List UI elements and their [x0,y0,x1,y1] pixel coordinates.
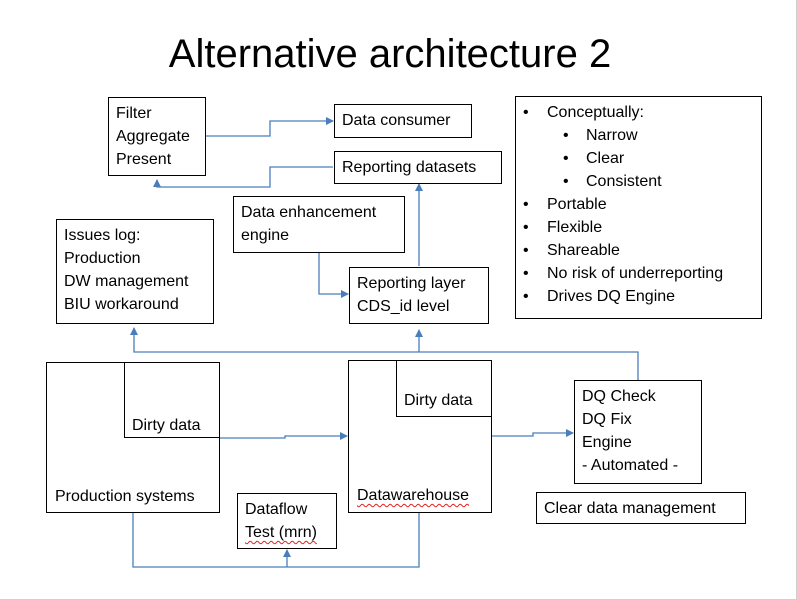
dq-engine-line-4: - Automated - [582,457,679,474]
benefits-box: • Conceptually: • Narrow • Clear • Consistent • P… [515,96,762,319]
connector-filter-to-consumer [206,117,334,137]
dq-engine-line-3: Engine [582,434,632,451]
benefit-item: • Drives DQ Engine [523,285,754,308]
connector-enhancement-to-layer [318,253,349,298]
benefits-list: • Conceptually: • Narrow • Clear • Consistent • P… [523,101,754,308]
data-consumer-box: Data consumer [334,104,472,138]
dq-engine-box: DQ Check DQ Fix Engine - Automated - [574,380,702,484]
bullet-icon: • [523,265,529,282]
production-systems-label: Production systems [55,488,195,505]
benefit-text: Consistent [586,173,662,190]
connector-dw-to-dq [492,429,574,437]
clear-data-management-box: Clear data management [536,492,746,524]
benefit-text: Narrow [586,127,638,144]
enhancement-line-1: Data enhancement [241,204,377,221]
benefit-text: Drives DQ Engine [547,288,676,305]
benefit-text: No risk of underreporting [547,265,724,282]
connector-dirty-to-dw [219,432,348,440]
connector-dq-up [419,351,639,380]
benefit-item: • Flexible [523,216,754,239]
issues-log-line-3: DW management [64,273,189,290]
benefit-text: Flexible [547,219,603,236]
bullet-icon: • [523,242,529,259]
bullet-icon: • [523,219,529,236]
benefit-text: Clear [586,150,625,167]
benefit-text: Conceptually: [547,104,644,121]
issues-log-line-4: BIU workaround [64,296,179,313]
dataflow-test-box: Dataflow Test (mrn) [237,493,337,549]
data-consumer-label: Data consumer [342,112,451,129]
dirty-data-left-box: Dirty data [124,362,220,438]
filter-line-1: Filter [116,105,152,122]
bullet-icon: • [523,104,529,121]
filter-box: Filter Aggregate Present [108,97,206,176]
benefit-item: • Conceptually: [523,101,754,124]
reporting-layer-line-1: Reporting layer [357,275,466,292]
issues-log-box: Issues log: Production DW management BIU… [56,219,214,324]
dirty-data-left-label: Dirty data [132,417,201,434]
connector-prod-to-dataflow [132,513,420,568]
reporting-datasets-box: Reporting datasets [334,151,502,184]
bullet-icon: • [563,127,569,144]
bullet-icon: • [563,150,569,167]
benefit-item: • Narrow [523,124,754,147]
reporting-layer-line-2: CDS_id level [357,298,450,315]
bullet-icon: • [523,196,529,213]
benefit-item: • Portable [523,193,754,216]
benefit-item: • No risk of underreporting [523,262,754,285]
benefit-text: Portable [547,196,607,213]
benefit-item: • Shareable [523,239,754,262]
dataflow-line-1: Dataflow [245,501,308,518]
dataflow-line-2: Test (mrn) [245,524,317,541]
datawarehouse-label: Datawarehouse [357,487,470,504]
filter-line-2: Aggregate [116,128,190,145]
benefit-text: Shareable [547,242,620,259]
dq-engine-line-1: DQ Check [582,388,656,405]
dirty-data-right-label: Dirty data [404,392,473,409]
connector-dq-to-issues [130,327,419,353]
dirty-data-right-box: Dirty data [396,360,492,417]
benefit-item: • Consistent [523,170,754,193]
dq-engine-line-2: DQ Fix [582,411,632,428]
bullet-icon: • [563,173,569,190]
slide-title: Alternative architecture 2 [168,32,612,76]
bullet-icon: • [523,288,529,305]
reporting-layer-box: Reporting layer CDS_id level [349,267,489,324]
filter-line-3: Present [116,151,172,168]
benefit-item: • Clear [523,147,754,170]
enhancement-line-2: engine [241,227,290,244]
issues-log-line-1: Issues log: [64,227,141,244]
connector-datasets-to-filter [153,166,333,188]
data-enhancement-box: Data enhancement engine [233,196,405,253]
reporting-datasets-label: Reporting datasets [342,159,477,176]
clear-data-label: Clear data management [544,500,716,517]
issues-log-line-2: Production [64,250,141,267]
